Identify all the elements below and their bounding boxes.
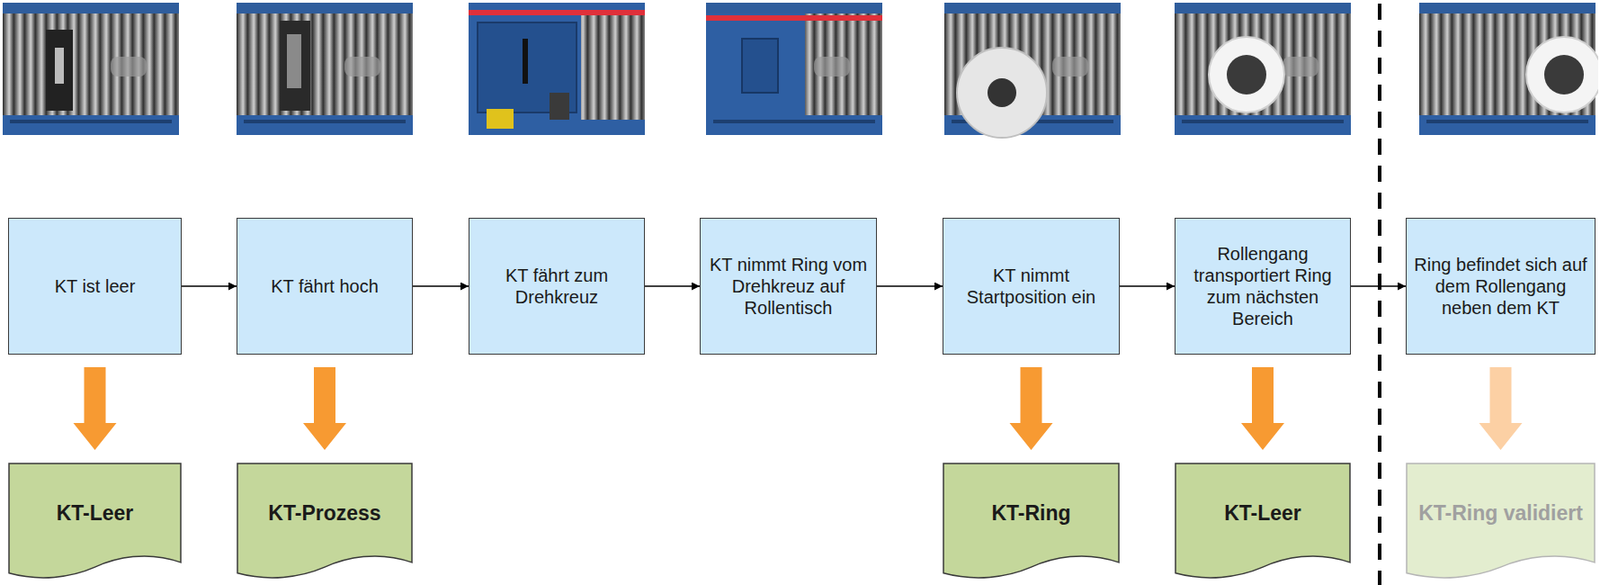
document-path xyxy=(237,463,412,578)
output-arrow xyxy=(1241,366,1285,450)
step-text: Rollengang transportiert Ring zum nächst… xyxy=(1175,242,1350,330)
flow-arrow xyxy=(181,285,237,287)
state-label: KT-Leer xyxy=(49,500,142,526)
photo xyxy=(944,2,1121,138)
process-box: KT nimmt Ring vom Drehkreuz auf Rollenti… xyxy=(699,217,877,355)
document-path xyxy=(1406,463,1595,578)
dashed-separator xyxy=(1377,3,1382,585)
output-arrow xyxy=(1010,366,1054,450)
photo xyxy=(2,2,179,135)
step-text: KT nimmt Ring vom Drehkreuz auf Rollenti… xyxy=(700,253,876,319)
flow-arrow xyxy=(412,285,469,287)
document-shape: KT-Ring xyxy=(942,462,1120,582)
step-text: KT nimmt Startposition ein xyxy=(943,264,1119,308)
process-box: Ring befindet sich auf dem Rollengang ne… xyxy=(1405,217,1596,355)
output-arrow xyxy=(1479,366,1523,450)
process-box: KT ist leer xyxy=(8,217,182,355)
photo xyxy=(1419,2,1600,135)
output-arrow xyxy=(303,366,347,450)
document-shape: KT-Ring validiert xyxy=(1405,462,1596,582)
process-box: KT nimmt Startposition ein xyxy=(942,217,1120,355)
document-path xyxy=(943,463,1119,578)
process-box: KT fährt zum Drehkreuz xyxy=(468,217,645,355)
state-label: KT-Leer xyxy=(1216,500,1309,526)
output-arrow xyxy=(73,366,117,450)
step-text: KT ist leer xyxy=(47,275,144,297)
document-path xyxy=(1175,463,1350,578)
state-label: KT-Ring xyxy=(983,500,1078,526)
flow-arrow xyxy=(876,285,943,287)
document-shape: KT-Leer xyxy=(8,462,182,582)
document-shape: KT-Prozess xyxy=(236,462,413,582)
flow-arrow xyxy=(1350,285,1406,287)
photo xyxy=(1174,2,1351,135)
step-text: KT fährt hoch xyxy=(263,275,386,297)
state-label: KT-Ring validiert xyxy=(1411,500,1591,526)
process-box: KT fährt hoch xyxy=(236,217,413,355)
document-path xyxy=(8,463,181,578)
photo xyxy=(706,2,883,135)
photo xyxy=(468,2,645,135)
flow-arrow xyxy=(1119,285,1175,287)
flow-arrow xyxy=(644,285,700,287)
state-label: KT-Prozess xyxy=(260,500,388,526)
process-box: Rollengang transportiert Ring zum nächst… xyxy=(1174,217,1351,355)
step-text: KT fährt zum Drehkreuz xyxy=(469,264,644,308)
document-shape: KT-Leer xyxy=(1174,462,1351,582)
step-text: Ring befindet sich auf dem Rollengang ne… xyxy=(1406,253,1595,319)
photo xyxy=(236,2,413,135)
